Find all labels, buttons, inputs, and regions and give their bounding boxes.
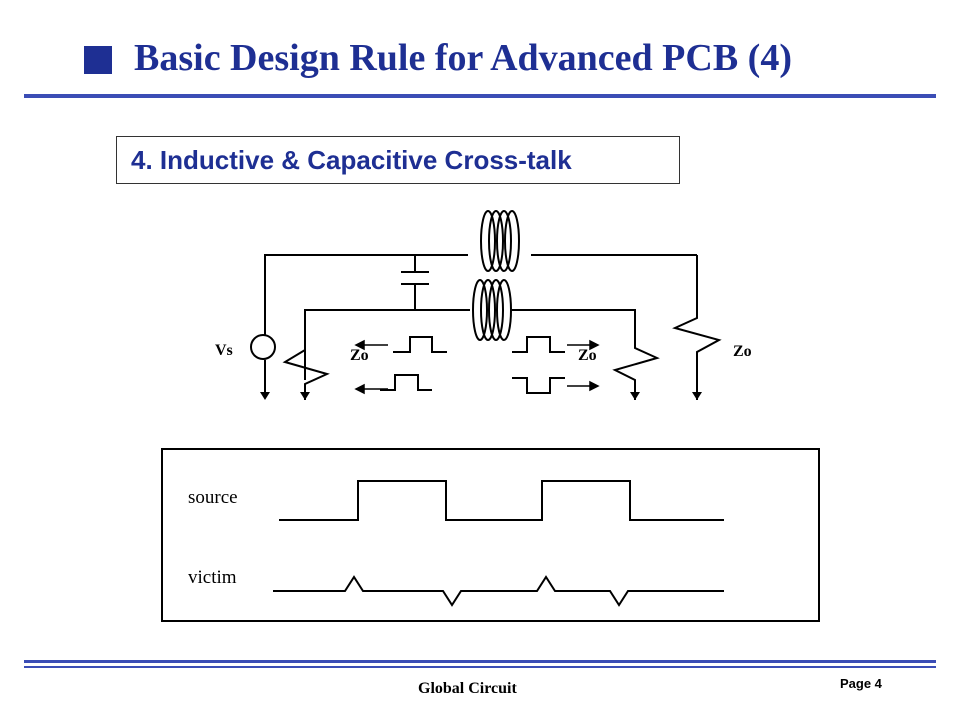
aggressor-line (264, 254, 468, 340)
zo-label-end: Zo (733, 343, 752, 360)
ground-arrow-near (300, 392, 310, 400)
waveform-panel (161, 448, 820, 622)
title-divider (24, 94, 936, 98)
footer-divider-thin (24, 666, 936, 668)
subtitle: 4. Inductive & Capacitive Cross-talk (131, 144, 572, 175)
zo-label-far: Zo (578, 347, 597, 364)
mutual-inductor-top (480, 210, 520, 272)
victim-waveform (273, 575, 724, 607)
source-wave-label: source (188, 487, 238, 508)
ground-arrow-source (260, 392, 270, 400)
near-end-pulse-low (380, 374, 432, 391)
source-waveform (279, 480, 724, 521)
victim-line-right (512, 309, 660, 400)
source-label-vs: Vs (215, 342, 233, 359)
near-end-pulse-up (393, 336, 447, 353)
victim-wave-label: victim (188, 567, 237, 588)
page-number: Page 4 (840, 676, 882, 691)
ground-arrow-end (692, 392, 702, 400)
far-end-pulse-up (512, 336, 565, 353)
near-end-terminator (282, 349, 330, 400)
voltage-source-icon (250, 334, 276, 360)
ground-arrow-far (630, 392, 640, 400)
mutual-inductor-bottom (472, 279, 512, 341)
far-end-terminator (672, 255, 722, 400)
zo-label-near: Zo (350, 347, 369, 364)
page-title: Basic Design Rule for Advanced PCB (4) (134, 37, 792, 79)
title-bullet-square (84, 46, 112, 74)
far-end-pulse-down (512, 377, 565, 394)
footer-divider-thick (24, 660, 936, 663)
footer-company: Global Circuit (418, 680, 517, 697)
subtitle-box: 4. Inductive & Capacitive Cross-talk (116, 136, 680, 184)
